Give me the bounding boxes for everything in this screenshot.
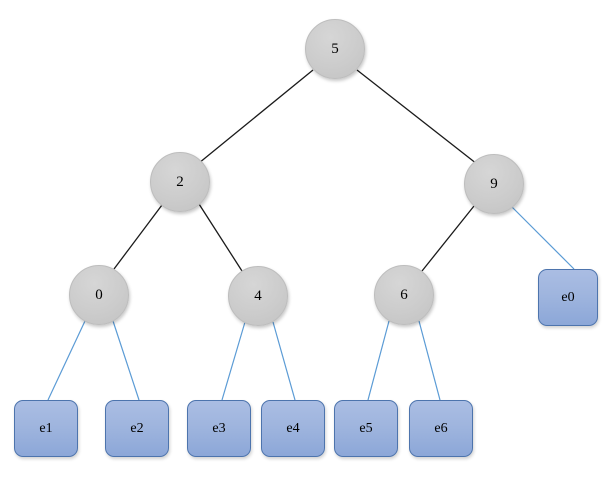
node-label: 9	[490, 175, 498, 192]
edge-n2-to-n0	[113, 204, 163, 270]
leaf-label: e6	[434, 420, 448, 436]
tree-node-n6[interactable]: 6	[374, 265, 434, 325]
edge-n4-to-e4	[272, 321, 296, 401]
node-label: 5	[331, 40, 339, 57]
tree-node-n5[interactable]: 5	[305, 19, 365, 79]
leaf-node-e4[interactable]: e4	[261, 400, 325, 457]
node-label: 4	[254, 287, 262, 304]
tree-node-n0[interactable]: 0	[69, 265, 129, 325]
leaf-node-e6[interactable]: e6	[409, 400, 473, 457]
edge-n9-to-n6	[421, 205, 475, 272]
edge-n5-to-n2	[198, 69, 314, 164]
tree-node-n4[interactable]: 4	[228, 266, 288, 326]
node-label: 0	[95, 286, 103, 303]
edge-n0-to-e1	[47, 320, 86, 401]
edge-n6-to-e5	[367, 320, 390, 401]
leaf-label: e4	[286, 420, 300, 436]
leaf-label: e1	[39, 420, 53, 436]
tree-node-n9[interactable]: 9	[464, 154, 524, 214]
edge-n6-to-e6	[418, 320, 441, 401]
leaf-label: e0	[561, 289, 575, 305]
edge-n0-to-e2	[112, 320, 140, 401]
leaf-node-e5[interactable]: e5	[334, 400, 398, 457]
leaf-node-e2[interactable]: e2	[105, 400, 169, 457]
leaf-label: e3	[212, 420, 226, 436]
edge-n2-to-n4	[198, 203, 243, 272]
leaf-node-e0[interactable]: e0	[538, 269, 598, 326]
edge-n4-to-e3	[221, 321, 246, 401]
leaf-label: e5	[359, 420, 373, 436]
leaf-node-e3[interactable]: e3	[187, 400, 251, 457]
tree-node-n2[interactable]: 2	[150, 152, 210, 212]
leaf-node-e1[interactable]: e1	[14, 400, 78, 457]
edge-n9-to-e0	[510, 205, 575, 270]
edge-n5-to-n9	[356, 69, 478, 165]
leaf-label: e2	[130, 420, 144, 436]
node-label: 6	[400, 286, 408, 303]
node-label: 2	[176, 173, 184, 190]
